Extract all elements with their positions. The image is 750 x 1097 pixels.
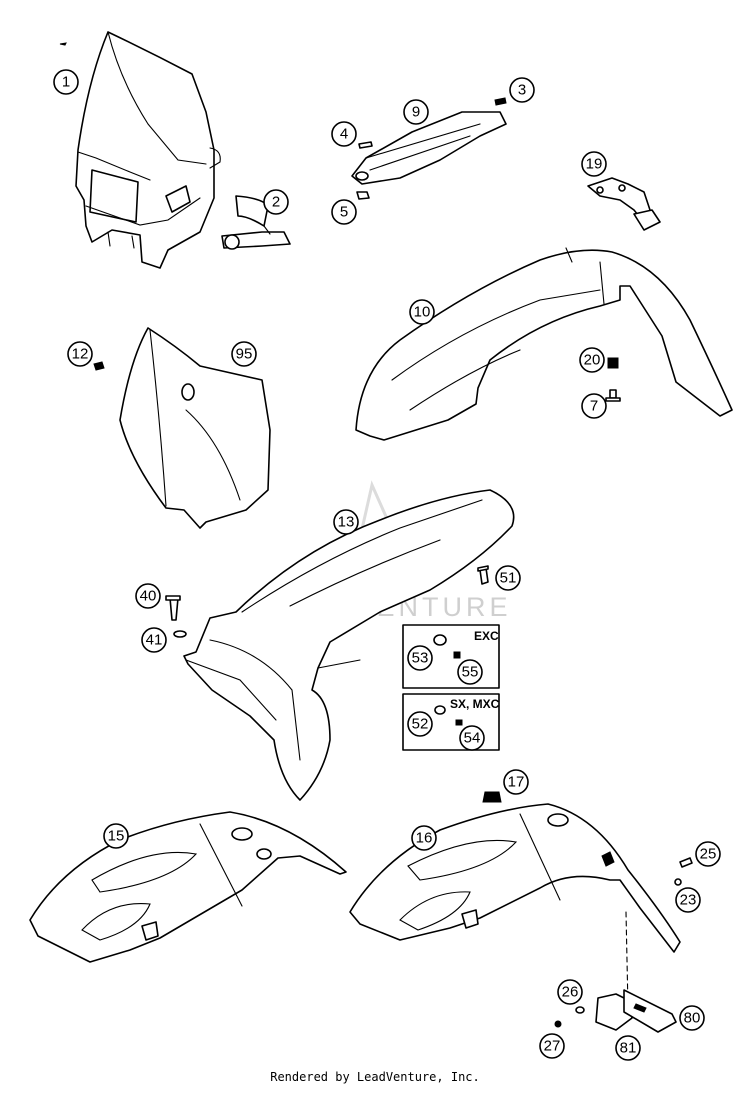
svg-text:55: 55: [462, 664, 479, 681]
svg-text:16: 16: [416, 830, 433, 847]
option-label-exc: EXC: [474, 629, 499, 643]
rear-fender: [183, 489, 515, 801]
front-number-plate: [119, 327, 271, 529]
callout-95: 95: [231, 341, 257, 367]
option-label-sxmxc: SX, MXC: [450, 697, 500, 711]
svg-text:51: 51: [500, 570, 517, 587]
callout-19: 19: [581, 151, 607, 177]
callout-1: 1: [53, 69, 79, 95]
svg-text:4: 4: [340, 126, 348, 143]
bracket-19: [587, 177, 661, 231]
svg-text:80: 80: [684, 1010, 701, 1027]
svg-text:20: 20: [584, 352, 601, 369]
callout-53: 53: [407, 645, 433, 671]
option-box-exc: EXC: [402, 624, 500, 689]
grommet-17: [482, 791, 502, 803]
callout-9: 9: [403, 99, 429, 125]
svg-text:25: 25: [700, 846, 717, 863]
svg-text:15: 15: [108, 828, 125, 845]
number-plate-holder: [351, 111, 507, 185]
callout-81: 81: [615, 1035, 641, 1061]
callout-7: 7: [581, 393, 607, 419]
callout-2: 2: [263, 189, 289, 215]
callout-27: 27: [539, 1033, 565, 1059]
svg-text:12: 12: [72, 346, 89, 363]
callout-26: 26: [557, 979, 583, 1005]
screw-12: [93, 361, 105, 371]
callout-52: 52: [407, 711, 433, 737]
callout-25: 25: [695, 841, 721, 867]
svg-text:95: 95: [236, 346, 253, 363]
callout-80: 80: [679, 1005, 705, 1031]
callout-13: 13: [333, 509, 359, 535]
screws-top: [356, 97, 507, 200]
callout-3: 3: [509, 77, 535, 103]
svg-text:19: 19: [586, 156, 603, 173]
callout-4: 4: [331, 121, 357, 147]
svg-text:1: 1: [62, 74, 70, 91]
headlight-mask: [59, 31, 221, 269]
svg-text:81: 81: [620, 1040, 637, 1057]
fender-16-hardware: [674, 857, 693, 886]
plate-light-parts: [554, 989, 677, 1033]
callout-20: 20: [579, 347, 605, 373]
svg-text:41: 41: [146, 632, 163, 649]
callout-55: 55: [457, 659, 483, 685]
svg-text:23: 23: [680, 892, 697, 909]
svg-text:27: 27: [544, 1038, 561, 1055]
callout-54: 54: [459, 725, 485, 751]
callout-40: 40: [135, 583, 161, 609]
callout-5: 5: [331, 199, 357, 225]
svg-text:10: 10: [414, 304, 431, 321]
front-fender-15: [29, 811, 347, 963]
svg-text:17: 17: [508, 774, 525, 791]
callout-16: 16: [411, 825, 437, 851]
svg-text:9: 9: [412, 104, 420, 121]
svg-text:13: 13: [338, 514, 355, 531]
fender-hardware: [605, 357, 621, 402]
footer-credit: Rendered by LeadVenture, Inc.: [270, 1070, 480, 1084]
svg-text:26: 26: [562, 984, 579, 1001]
callout-23: 23: [675, 887, 701, 913]
svg-text:2: 2: [272, 194, 280, 211]
front-fender-16: [349, 803, 681, 1009]
svg-text:7: 7: [590, 398, 598, 415]
callout-51: 51: [495, 565, 521, 591]
svg-text:54: 54: [464, 730, 481, 747]
callout-41: 41: [141, 627, 167, 653]
headlight-clamp: [221, 195, 291, 250]
svg-text:53: 53: [412, 650, 429, 667]
svg-text:3: 3: [518, 82, 526, 99]
callout-17: 17: [503, 769, 529, 795]
callout-10: 10: [409, 299, 435, 325]
callout-12: 12: [67, 341, 93, 367]
svg-text:5: 5: [340, 204, 348, 221]
svg-text:40: 40: [140, 588, 157, 605]
svg-text:52: 52: [412, 716, 429, 733]
front-fender: [355, 247, 733, 441]
rear-fender-hardware: [165, 565, 489, 638]
callout-15: 15: [103, 823, 129, 849]
